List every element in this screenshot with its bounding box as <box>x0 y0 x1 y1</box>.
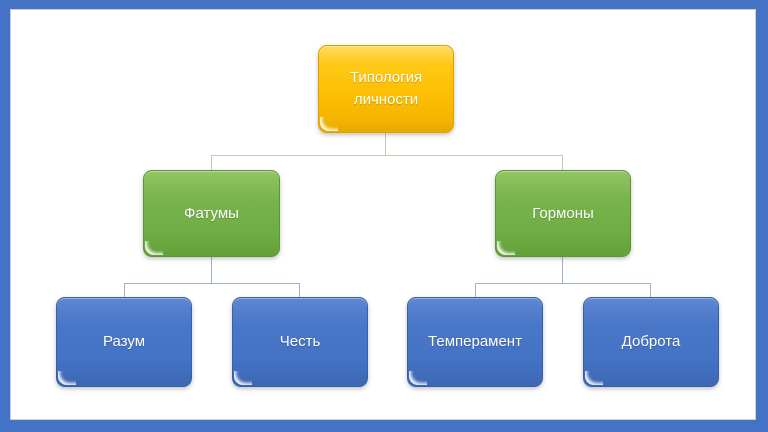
node-temperament-label: Темперамент <box>428 333 522 351</box>
gloss-highlight <box>497 241 515 255</box>
connector-drop-temperament <box>475 283 476 297</box>
gloss-highlight <box>320 117 338 131</box>
node-dobrota: Доброта <box>583 297 719 387</box>
node-gormony-label: Гормоны <box>532 204 594 222</box>
node-chest: Честь <box>232 297 368 387</box>
connector-drop-fatumy <box>211 155 212 170</box>
node-temperament: Темперамент <box>407 297 543 387</box>
gloss-highlight <box>585 371 603 385</box>
gloss-highlight <box>58 371 76 385</box>
connector-root-crossbar <box>211 155 563 156</box>
node-fatumy: Фатумы <box>143 170 280 257</box>
gloss-highlight <box>234 371 252 385</box>
gloss-highlight <box>145 241 163 255</box>
node-razum-label: Разум <box>102 333 146 351</box>
node-dobrota-label: Доброта <box>621 333 681 351</box>
connector-root-stem <box>385 133 386 155</box>
connector-fatumy-crossbar <box>124 283 300 284</box>
gloss-highlight <box>409 371 427 385</box>
connector-drop-gormony <box>562 155 563 170</box>
node-razum: Разум <box>56 297 192 387</box>
connector-gormony-crossbar <box>475 283 651 284</box>
node-typology-root: Типология личности <box>318 45 454 133</box>
node-typology-root-label: Типология личности <box>349 69 423 108</box>
connector-drop-chest <box>299 283 300 297</box>
connector-drop-dobrota <box>650 283 651 297</box>
node-gormony: Гормоны <box>495 170 631 257</box>
connector-gormony-stem <box>562 257 563 283</box>
node-chest-label: Честь <box>279 333 321 351</box>
node-fatumy-label: Фатумы <box>184 204 239 222</box>
connector-drop-razum <box>124 283 125 297</box>
connector-fatumy-stem <box>211 257 212 283</box>
